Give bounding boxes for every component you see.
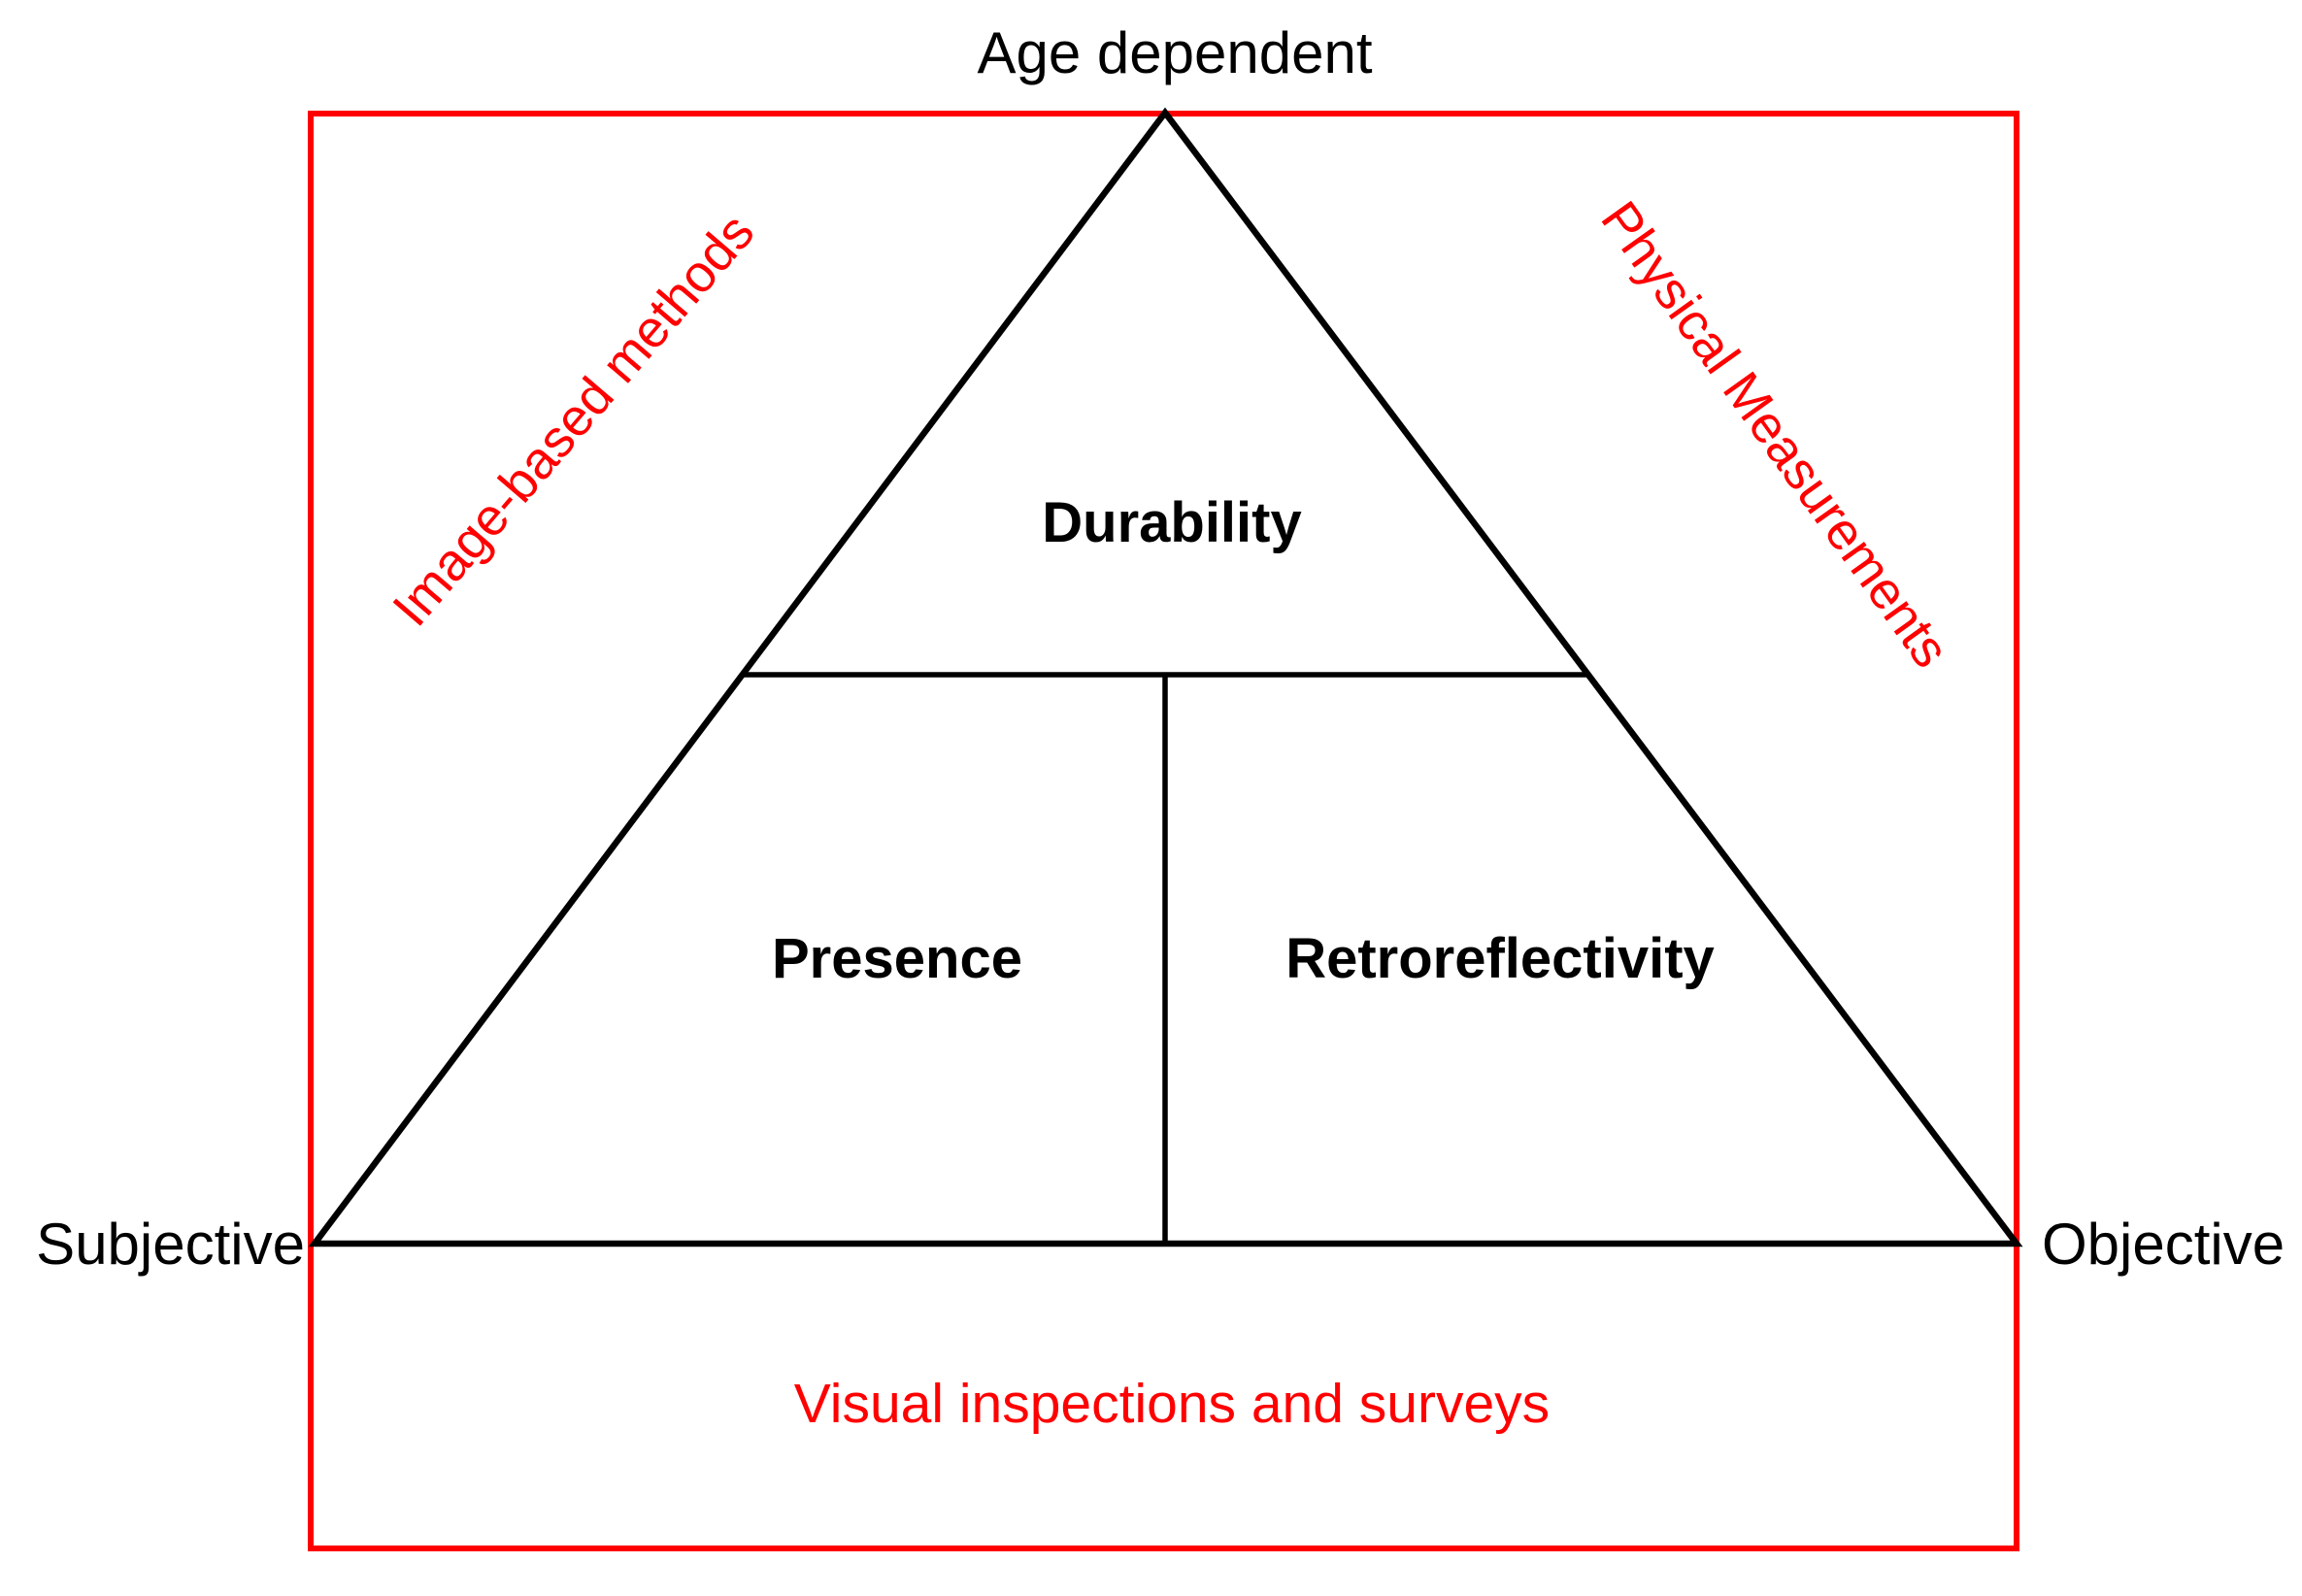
- section-label-retroreflectivity: Retroreflectivity: [1285, 927, 1715, 990]
- section-label-durability: Durability: [1042, 491, 1302, 554]
- right-axis-label: Objective: [2042, 1212, 2285, 1277]
- annotation-visual-inspections: Visual inspections and surveys: [794, 1373, 1550, 1435]
- section-label-presence: Presence: [772, 927, 1022, 990]
- annotation-physical-measurements: Physical Measurements: [1589, 191, 1960, 679]
- top-axis-label: Age dependent: [977, 20, 1372, 85]
- annotation-image-based-methods: Image-based methods: [382, 203, 765, 637]
- left-axis-label: Subjective: [36, 1212, 305, 1277]
